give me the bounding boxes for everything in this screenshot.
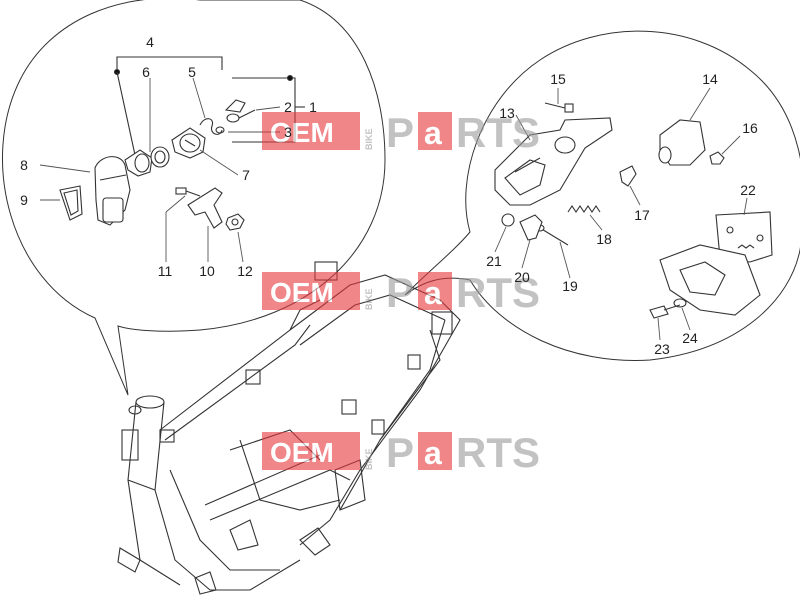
watermark-brand-rest: RTS	[456, 109, 540, 156]
callout-16: 16	[742, 120, 758, 136]
watermark-middle: OEM BIKE P a RTS	[262, 269, 540, 316]
callout-24: 24	[682, 330, 698, 346]
watermark-brand-rest: RTS	[456, 269, 540, 316]
watermark-brand-p: P	[386, 109, 414, 156]
callout-17: 17	[634, 207, 650, 223]
leader-lines	[39, 77, 748, 341]
watermark-top: OEM BIKE P a RTS	[262, 109, 540, 156]
left-bubble-parts	[59, 56, 305, 231]
watermark-brand-p: P	[386, 429, 414, 476]
scooter-frame	[117, 261, 461, 595]
watermark-brand-a: a	[424, 275, 442, 311]
watermark-red-block	[262, 272, 360, 310]
callout-labels: 4 6 5 2 1 3 7 8 9 11 10 12 13 15 14 16 1…	[20, 34, 758, 357]
watermark-brand-left: OEM	[270, 117, 334, 148]
watermark-red-block	[262, 112, 360, 150]
watermark-brand-a: a	[424, 115, 442, 151]
callout-11: 11	[158, 263, 173, 279]
callout-14: 14	[702, 71, 718, 87]
watermark-red-block	[262, 432, 360, 470]
callout-18: 18	[596, 231, 612, 247]
watermark-brand-small: BIKE	[364, 288, 374, 310]
callout-15: 15	[550, 71, 566, 87]
callout-4: 4	[146, 34, 154, 50]
callout-10: 10	[199, 263, 215, 279]
watermark-a-block	[418, 112, 452, 150]
callout-23: 23	[654, 341, 670, 357]
watermark-brand-small: BIKE	[364, 448, 374, 470]
watermark-brand-left: OEM	[270, 437, 334, 468]
callout-6: 6	[142, 64, 150, 80]
callout-22: 22	[740, 182, 756, 198]
watermark-brand-p: P	[386, 269, 414, 316]
right-bubble-parts	[494, 102, 773, 319]
callout-3: 3	[284, 124, 292, 140]
watermark-brand-rest: RTS	[456, 429, 540, 476]
callout-2: 2	[284, 99, 292, 115]
callout-1: 1	[309, 99, 317, 115]
callout-9: 9	[20, 192, 28, 208]
callout-5: 5	[188, 64, 196, 80]
callout-7: 7	[242, 167, 250, 183]
watermark-brand-left: OEM	[270, 277, 334, 308]
left-detail-bubble	[2, 0, 386, 396]
callout-20: 20	[514, 269, 530, 285]
callout-12: 12	[237, 263, 253, 279]
watermark-a-block	[418, 432, 452, 470]
watermark-bottom: OEM BIKE P a RTS	[262, 429, 540, 476]
callout-19: 19	[562, 278, 578, 294]
callout-13: 13	[499, 105, 515, 121]
watermark-a-block	[418, 272, 452, 310]
callout-21: 21	[486, 253, 502, 269]
watermark-brand-small: BIKE	[364, 128, 374, 150]
watermark-brand-a: a	[424, 435, 442, 471]
callout-8: 8	[20, 157, 28, 173]
